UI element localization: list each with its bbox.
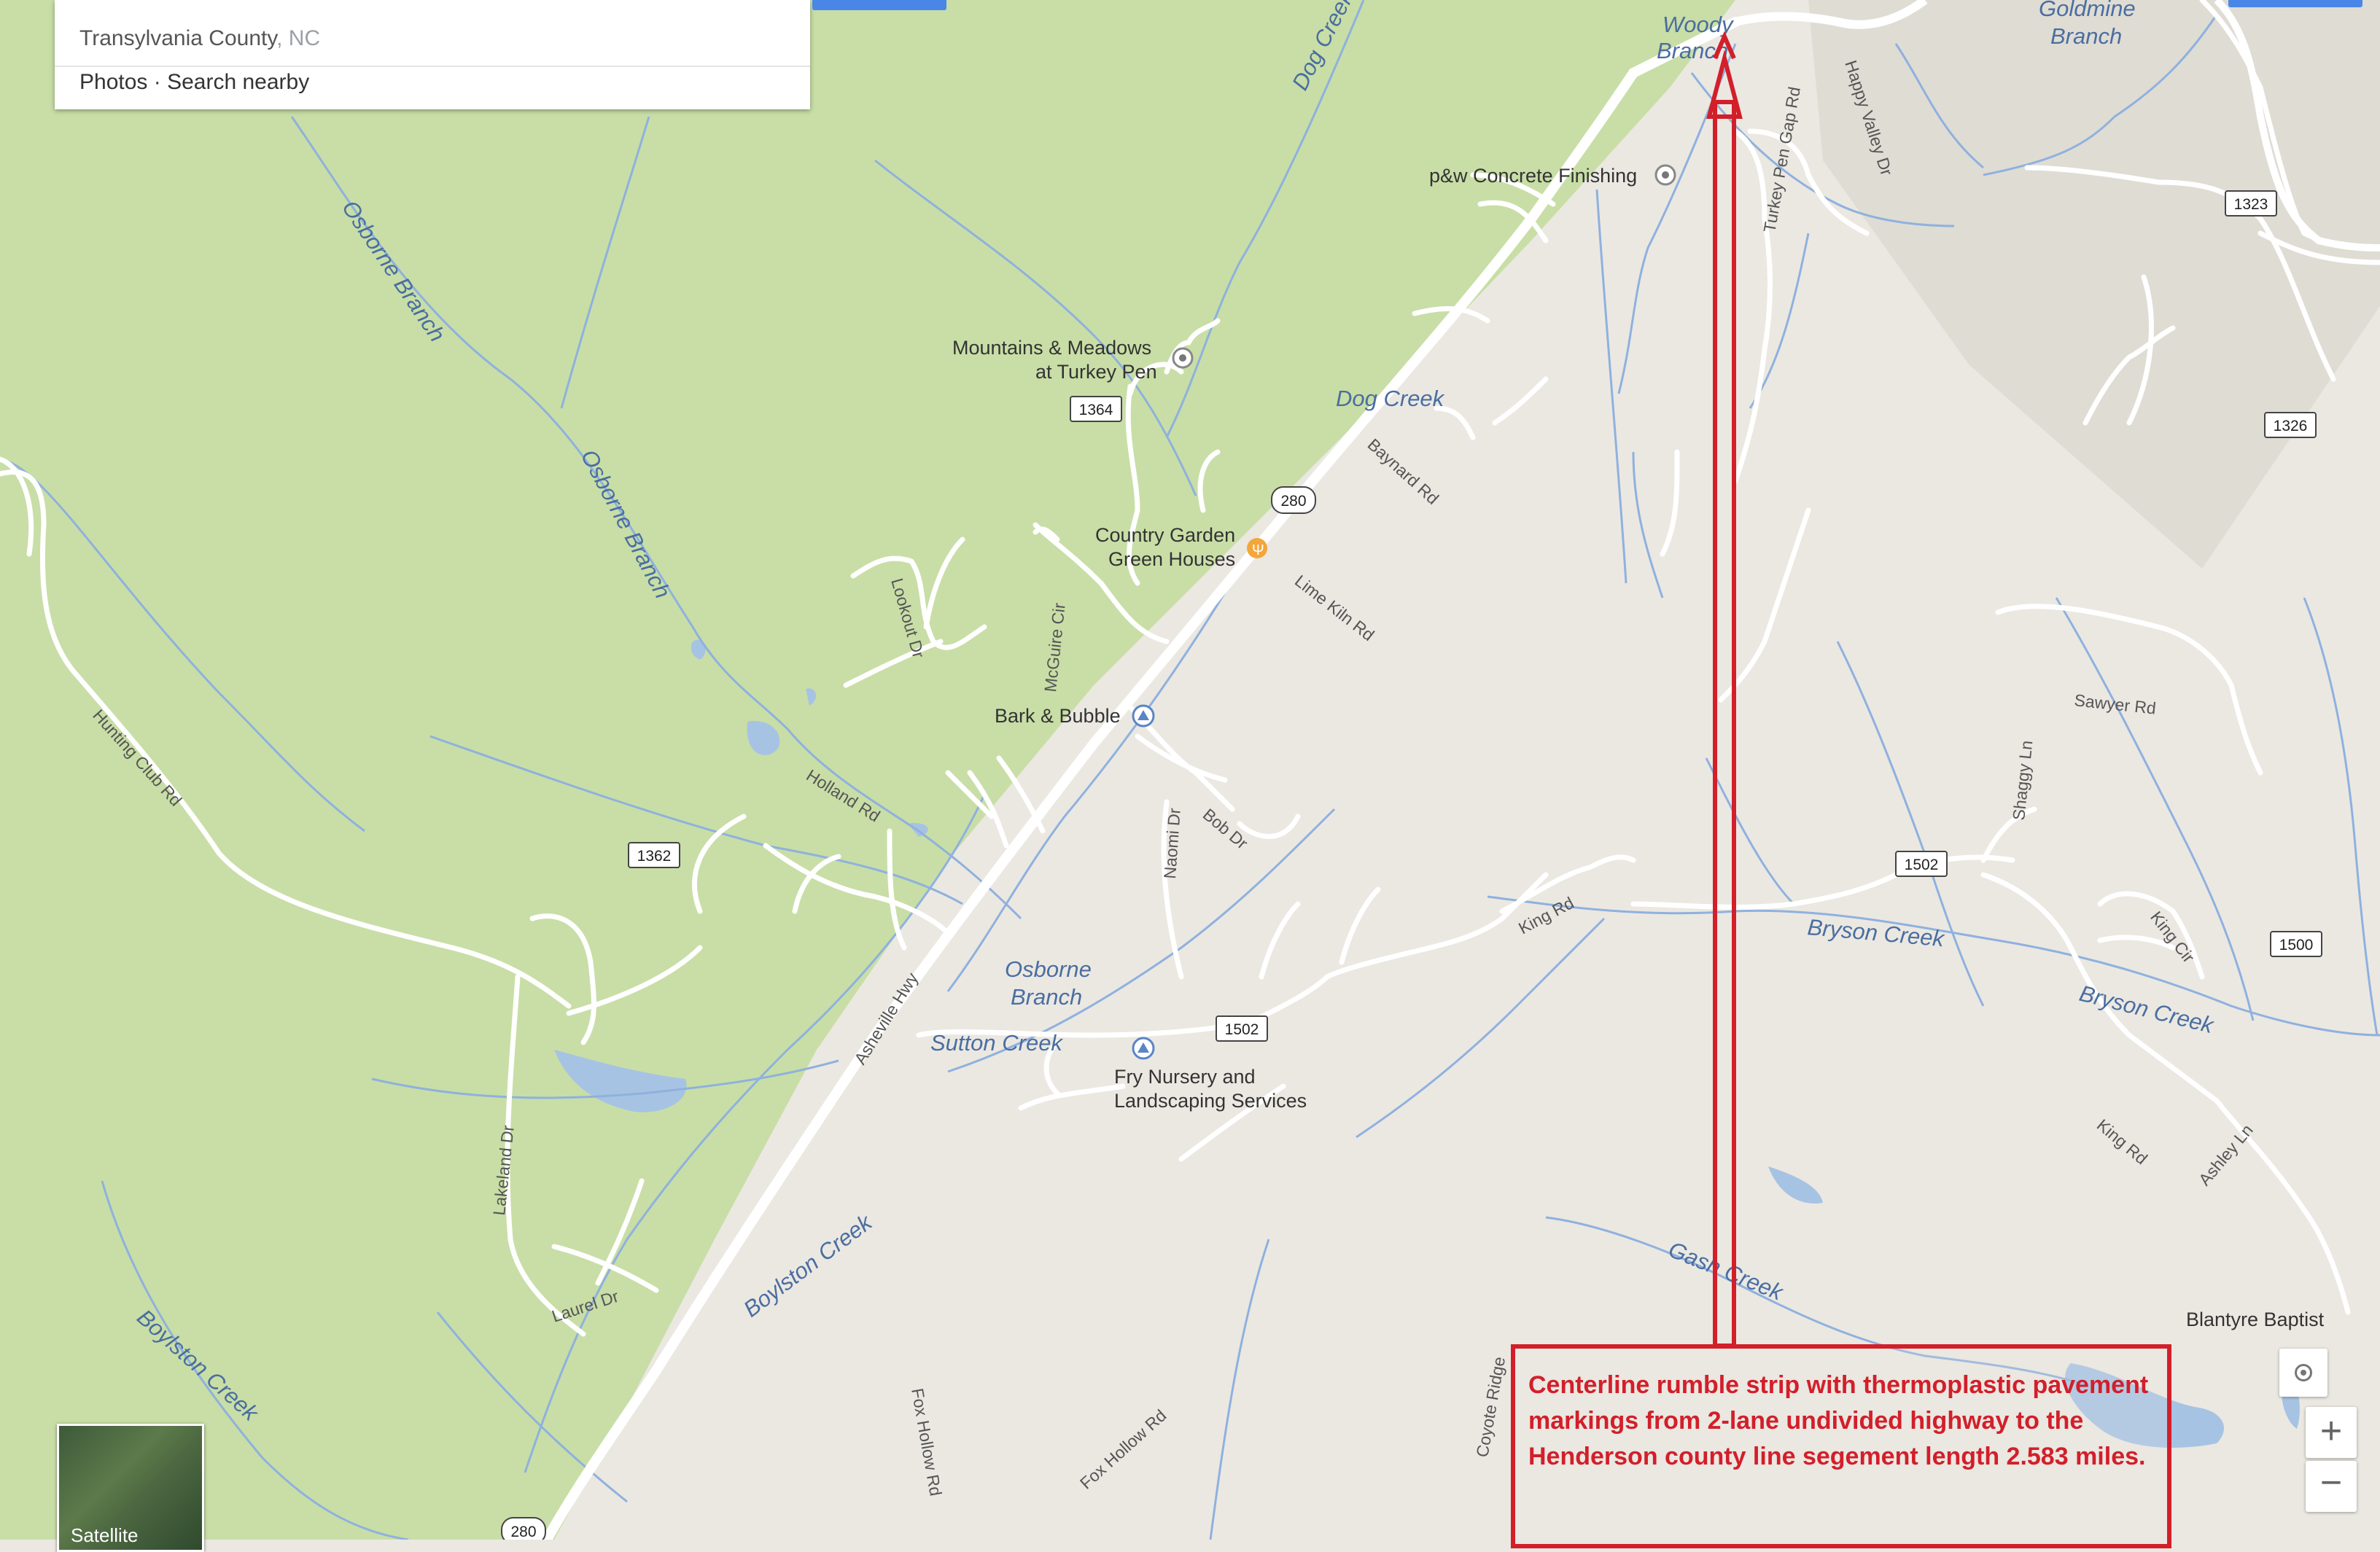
water-label-sutton: Sutton Creek (930, 1030, 1063, 1056)
satellite-label: Satellite (71, 1524, 139, 1546)
poi-marker-bark (1132, 704, 1155, 728)
location-icon (2295, 1364, 2312, 1381)
state-sep: , (276, 26, 289, 50)
satellite-toggle[interactable]: Satellite (57, 1424, 204, 1552)
poi-marker-mountains (1172, 347, 1194, 369)
svg-text:280: 280 (510, 1524, 536, 1540)
county-name: Transylvania County (79, 26, 277, 50)
water-label-woody: Woody (1662, 12, 1735, 37)
ridge-shading (1808, 0, 2380, 569)
route-shield-1362: 1362 (628, 842, 680, 868)
my-location-button[interactable] (2279, 1349, 2328, 1397)
water-label-goldmine: Goldmine (2039, 0, 2136, 21)
route-shield-1502: 1502 (1895, 851, 1948, 877)
forest-area (0, 0, 1735, 1540)
result-location[interactable]: Transylvania County, NC (55, 13, 810, 67)
photos-link[interactable]: Photos (79, 70, 148, 94)
poi-label-blantyre: Blantyre Baptist (2186, 1309, 2325, 1330)
poi-marker-garden: Ψ (1247, 538, 1267, 558)
state-name: NC (288, 26, 321, 50)
svg-text:280: 280 (1280, 493, 1306, 510)
poi-label-fry: Landscaping Services (1114, 1090, 1307, 1112)
svg-text:1323: 1323 (2234, 196, 2268, 213)
water-label-dog-creek: Dog Creek (1336, 386, 1445, 411)
poi-label-fry: Fry Nursery and (1114, 1066, 1256, 1088)
asheville-hwy[interactable] (542, 0, 1928, 1540)
actions-sep: · (147, 70, 168, 94)
annotation-box: Centerline rumble strip with thermoplast… (1511, 1344, 2171, 1548)
poi-label-bark: Bark & Bubble (995, 705, 1121, 727)
svg-text:1500: 1500 (2279, 937, 2314, 954)
search-nearby-link[interactable]: Search nearby (167, 70, 310, 94)
poi-label-garden: Green Houses (1108, 548, 1235, 570)
route-shield-1500: 1500 (2270, 931, 2322, 957)
poi-marker-concrete (1654, 164, 1676, 186)
poi-label-garden: Country Garden (1095, 524, 1235, 546)
annotation-text: Centerline rumble strip with thermoplast… (1528, 1371, 2149, 1470)
svg-text:1326: 1326 (2274, 418, 2308, 434)
sign-in-button[interactable] (2228, 0, 2362, 7)
route-shield-1326: 1326 (2264, 412, 2317, 438)
route-shield-1364: 1364 (1070, 396, 1122, 422)
water-label-goldmine: Branch (2050, 23, 2122, 49)
zoom-in-button[interactable]: + (2306, 1407, 2357, 1458)
svg-text:1364: 1364 (1079, 402, 1113, 418)
route-shield-1323: 1323 (2225, 190, 2277, 217)
svg-text:1362: 1362 (637, 848, 672, 865)
zoom-out-button[interactable]: − (2306, 1461, 2357, 1512)
poi-label-concrete: p&w Concrete Finishing (1429, 165, 1637, 187)
water-label-osborne: Osborne (1005, 956, 1092, 982)
poi-marker-fry (1132, 1037, 1155, 1060)
water-label-osborne: Branch (1011, 984, 1082, 1010)
svg-text:1502: 1502 (1225, 1021, 1259, 1038)
route-shield-1502: 1502 (1216, 1015, 1268, 1042)
minor-roads (0, 0, 2380, 1337)
secondary-road (2214, 0, 2380, 251)
route-shield-280: 280 (1271, 486, 1316, 514)
route-shield-280: 280 (501, 1517, 546, 1540)
result-actions: Photos · Search nearby (79, 70, 309, 95)
poi-label-mountains: Mountains & Meadows (952, 337, 1151, 359)
search-button[interactable] (812, 0, 946, 10)
svg-text:Ψ: Ψ (1252, 542, 1264, 558)
poi-label-mountains: at Turkey Pen (1035, 361, 1157, 383)
search-results-panel: Transylvania County, NC Photos · Search … (55, 0, 810, 109)
svg-text:1502: 1502 (1905, 857, 1939, 873)
